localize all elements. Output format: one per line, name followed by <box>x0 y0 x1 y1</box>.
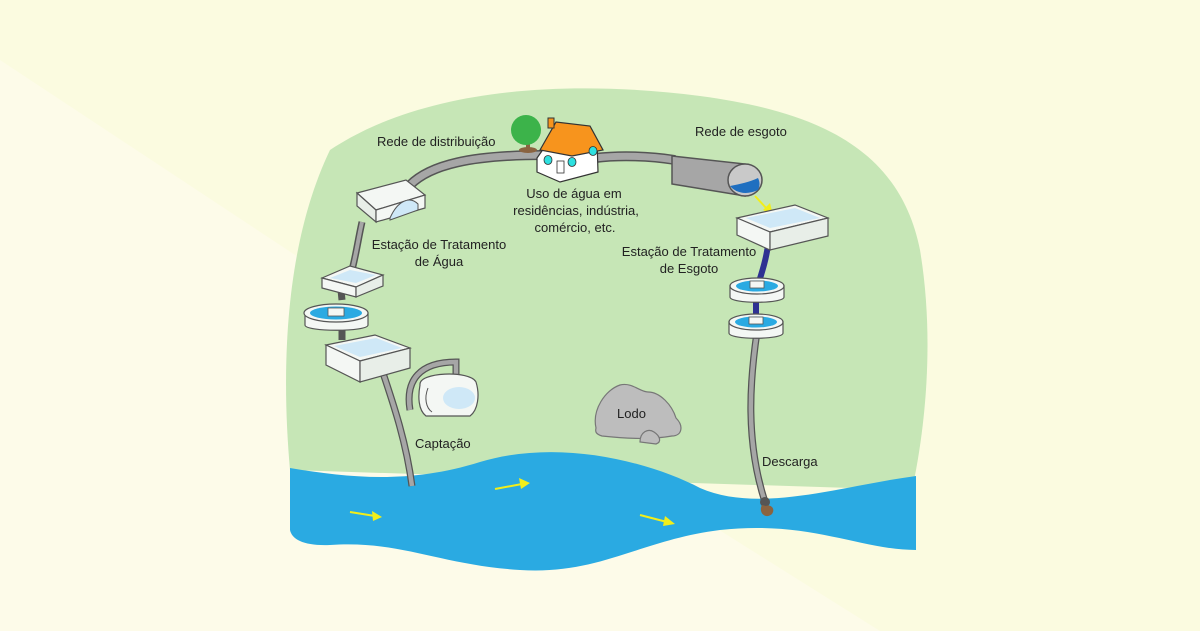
water-treatment-plant-label-line1: Estação de Tratamento <box>371 237 507 252</box>
treatment-tank-icon <box>324 334 412 383</box>
intake-label: Captação <box>415 436 471 451</box>
sewer-network-label: Rede de esgoto <box>695 124 787 139</box>
river <box>290 452 916 571</box>
sewage-treatment-plant-label-line2: de Esgoto <box>659 261 719 276</box>
sludge-rock-icon <box>594 383 682 445</box>
sewer-pipe-icon <box>671 155 763 197</box>
water-usage-label-line3: comércio, etc. <box>534 220 616 235</box>
water-treatment-plant-label-line2: de Água <box>414 254 464 269</box>
house-icon <box>536 117 604 183</box>
flow-arrow-icon <box>494 478 530 490</box>
sewage-treatment-plant-label-line1: Estação de Tratamento <box>621 244 757 259</box>
distribution-network-label: Rede de distribuição <box>377 134 496 149</box>
reservoir-icon <box>418 373 479 417</box>
treatment-tank-icon <box>355 179 427 224</box>
clarifier-tank-icon <box>729 277 785 303</box>
discharge-label: Descarga <box>762 454 818 469</box>
treatment-tank-icon <box>320 265 385 298</box>
water-usage-label-line1: Uso de água em <box>526 186 622 201</box>
water-usage-label-line2: residências, indústria, <box>513 203 639 218</box>
clarifier-tank-icon <box>303 303 369 331</box>
flow-arrow-icon <box>349 511 382 521</box>
outfall-icon <box>760 497 774 517</box>
sludge-label: Lodo <box>617 406 646 421</box>
flow-arrow-icon <box>639 514 675 526</box>
tree-icon <box>511 115 541 153</box>
clarifier-tank-icon <box>728 313 784 339</box>
treatment-tank-icon <box>735 204 830 251</box>
